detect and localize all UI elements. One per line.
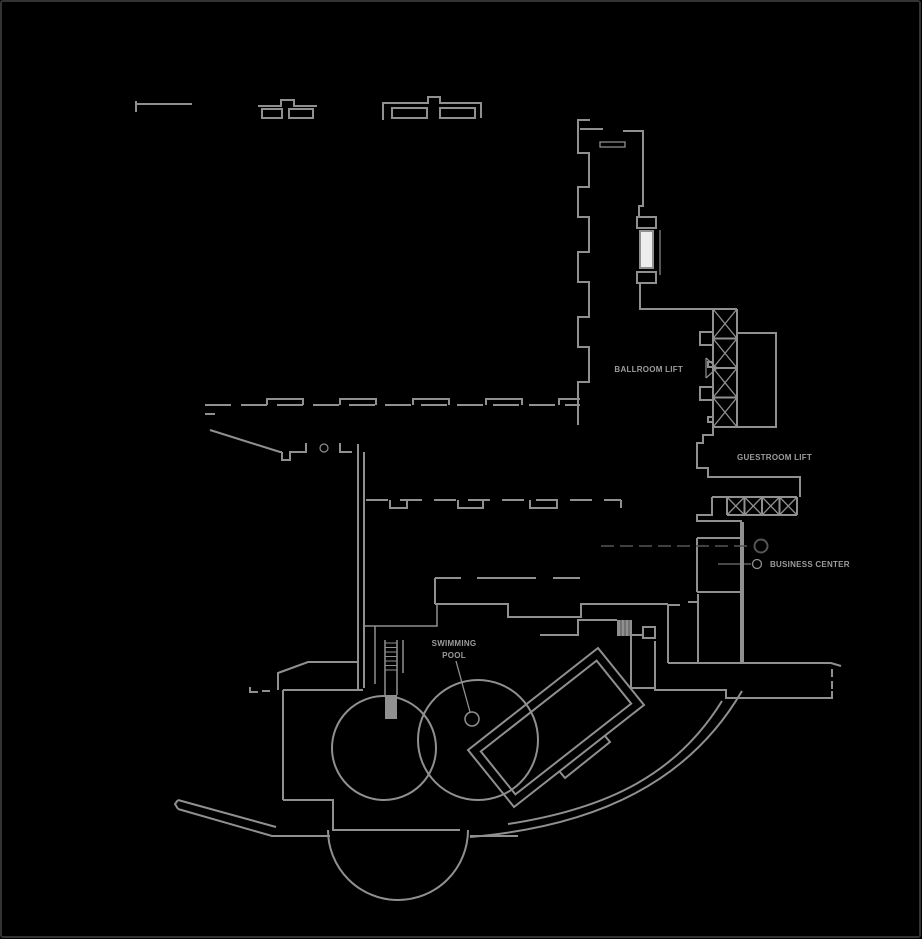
terrace-arcs (469, 690, 743, 838)
callout-circle (751, 558, 763, 570)
escalator-cab (639, 230, 654, 269)
chamfered-corner-wall (277, 661, 357, 690)
long-wall (668, 662, 842, 667)
ballroom-lift-shafts (699, 308, 777, 428)
hatch-lines (620, 620, 630, 636)
section-marker-circle (753, 538, 769, 554)
pool-hall-inner (479, 659, 633, 796)
column-box (642, 626, 656, 639)
room-walls (667, 594, 699, 663)
swimming-pool-label-line2: POOL (442, 651, 466, 660)
lower-right-rooms (630, 594, 842, 699)
zigzag-wall (577, 119, 590, 425)
south-wall (283, 799, 460, 831)
entry-wall (339, 443, 352, 453)
plan-labels: BALLROOM LIFT GUESTROOM LIFT BUSINESS CE… (432, 365, 850, 660)
service-rooms-walls (364, 577, 668, 684)
business-center-room (696, 537, 740, 593)
deck-circle-west (331, 695, 437, 801)
pool-deck-walls (173, 640, 539, 901)
wall-fragment-bumped (382, 96, 482, 120)
deck-north-wall (364, 605, 438, 684)
door-swing (705, 357, 718, 379)
shaft-dividers (713, 308, 737, 428)
double-corridor-wall (357, 444, 365, 690)
west-wall (282, 689, 363, 800)
pool-building (466, 646, 646, 809)
hall-south-piers (389, 500, 622, 509)
entry-wall (209, 429, 307, 461)
escalator-end (636, 271, 657, 284)
hall-north-piers (266, 398, 580, 405)
ballroom-lift-label: BALLROOM LIFT (614, 365, 683, 374)
wall-fragment-bumped (258, 99, 317, 107)
stair-walls (384, 676, 398, 695)
entry-door-swing (319, 443, 329, 453)
pool-circle (417, 679, 539, 801)
guestroom-lift-shafts (696, 427, 801, 522)
wall (696, 497, 742, 522)
terrace-edge (654, 641, 833, 699)
wall-pier (439, 107, 476, 119)
walkway-strip (173, 799, 330, 837)
ballroom-wing-walls (577, 119, 713, 425)
corridor-wall (435, 603, 668, 618)
callout-circle (464, 711, 480, 727)
shaft-x-bracing (726, 496, 798, 516)
shaft-x-bracing (712, 308, 738, 428)
swimming-pool-label-line1: SWIMMING (432, 639, 477, 648)
wall (639, 284, 713, 310)
crescent-inner-arc (507, 700, 723, 825)
top-wall-fragments (135, 96, 482, 120)
lift-door-notches (699, 331, 713, 423)
lift-lobby-room (737, 332, 777, 428)
dark-linework (601, 538, 769, 554)
block-hatching (620, 620, 630, 636)
guestroom-lift-label: GUESTROOM LIFT (737, 453, 812, 462)
south-semicircle-terrace (327, 829, 469, 901)
wall (630, 636, 655, 689)
door-recess (599, 141, 626, 148)
pool-hall-outer (466, 646, 646, 809)
pool-callout (455, 660, 480, 727)
grand-hall-walls (205, 398, 622, 690)
wall-linework (135, 96, 842, 901)
wall-pier (261, 108, 283, 119)
wall-pier (288, 108, 314, 119)
door-ticks (249, 687, 270, 693)
wall (696, 427, 801, 497)
crescent-outer-arc (469, 690, 743, 838)
business-center-label: BUSINESS CENTER (770, 560, 850, 569)
stair-block (385, 695, 397, 719)
stair-treads (385, 642, 397, 671)
callout-leader (455, 660, 471, 713)
wall-pier (391, 107, 428, 119)
corridor-wall (540, 619, 643, 636)
pool-hall-step (559, 735, 612, 780)
escalator-end (636, 216, 657, 229)
wall (623, 130, 644, 217)
